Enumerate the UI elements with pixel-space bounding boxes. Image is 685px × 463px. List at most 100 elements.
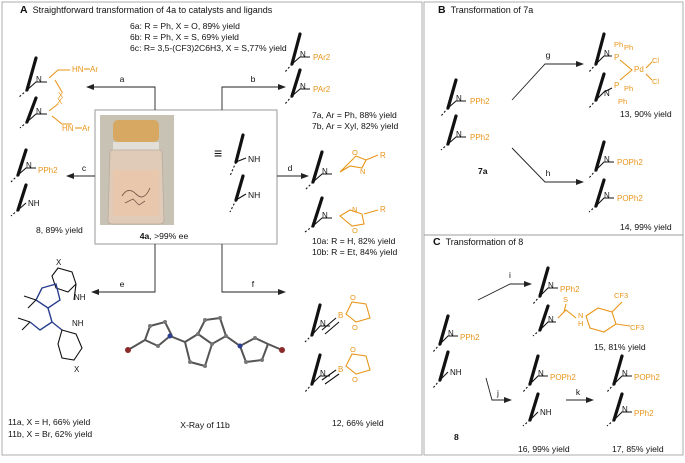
compound-14-structure: N POPh2 N POPh2	[588, 140, 643, 213]
svg-text:O: O	[350, 293, 356, 302]
c12-label: 12, 66% yield	[332, 418, 384, 428]
svg-text:NH: NH	[28, 199, 40, 208]
c10a-label: 10a: R = H, 82% yield	[312, 236, 396, 246]
svg-text:S: S	[563, 295, 568, 304]
c7a-label: 7a, Ar = Ph, 88% yield	[312, 110, 397, 120]
svg-text:NH: NH	[248, 154, 260, 164]
arrow-j: j	[485, 377, 512, 403]
arrow-h: h	[511, 147, 584, 185]
c10b-label: 10b: R = Et, 84% yield	[312, 247, 397, 257]
svg-text:N: N	[622, 369, 628, 378]
svg-text:N: N	[604, 155, 610, 164]
svg-text:e: e	[120, 279, 125, 289]
c6b-label: 6b: R = Ph, X = S, 69% yield	[130, 32, 239, 42]
compound-16-structure: N POPh2 NH	[522, 354, 576, 427]
compound-15-structure: N PPh2 N S H N CF3 CF3	[532, 266, 644, 337]
svg-text:PPh2: PPh2	[470, 133, 490, 142]
c17-label: 17, 85% yield	[612, 444, 664, 454]
c11b-label: 11b, X = Br, 62% yield	[8, 429, 92, 439]
svg-text:Ph: Ph	[618, 97, 627, 106]
svg-text:PPh2: PPh2	[460, 333, 480, 342]
svg-text:X: X	[74, 365, 80, 374]
svg-text:g: g	[546, 50, 551, 60]
svg-text:N: N	[538, 369, 544, 378]
svg-text:N: N	[548, 281, 554, 290]
svg-text:O: O	[350, 345, 356, 354]
svg-text:N: N	[622, 405, 628, 414]
svg-text:POPh2: POPh2	[550, 373, 576, 382]
svg-text:R: R	[380, 205, 386, 214]
arrow-f: f	[221, 244, 286, 295]
c7b-label: 7b, Ar = Xyl, 82% yield	[312, 121, 398, 131]
arrow-e: e	[91, 244, 156, 295]
svg-text:CF3: CF3	[630, 323, 644, 332]
compound-17-structure: N POPh2 N PPh2	[606, 354, 660, 427]
compound-8-c-structure: N PPh2 NH	[432, 314, 480, 389]
c6a-label: 6a: R = Ph, X = O, 89% yield	[130, 21, 240, 31]
svg-text:N: N	[352, 205, 357, 214]
svg-text:POPh2: POPh2	[617, 158, 643, 167]
vial-photo	[100, 115, 174, 225]
c6c-label: 6c: R= 3,5-(CF3)2C6H3, X = S,77% yield	[130, 43, 287, 53]
svg-text:CF3: CF3	[614, 291, 628, 300]
arrow-d: d	[277, 163, 309, 179]
svg-text:H: H	[578, 319, 583, 328]
svg-text:NH: NH	[540, 408, 552, 417]
svg-text:O: O	[352, 323, 358, 332]
svg-text:N: N	[320, 319, 326, 328]
svg-text:N: N	[578, 311, 583, 320]
svg-text:Ar: Ar	[82, 124, 90, 133]
arrow-i: i	[477, 270, 532, 301]
arrow-g: g	[511, 50, 584, 101]
svg-text:O: O	[352, 375, 358, 384]
svg-text:B: B	[338, 365, 343, 374]
compound-7-structure: N PAr2 N PAr2	[284, 32, 331, 105]
svg-text:Ar: Ar	[90, 65, 98, 74]
svg-text:R: R	[380, 151, 386, 160]
arrow-c: c	[66, 163, 95, 179]
c8-label: 8, 89% yield	[36, 225, 83, 235]
svg-text:i: i	[509, 270, 511, 280]
svg-text:d: d	[288, 163, 293, 173]
svg-text:P: P	[614, 53, 619, 62]
svg-text:HN: HN	[72, 65, 84, 74]
svg-text:X: X	[57, 97, 63, 106]
svg-text:N: N	[548, 315, 554, 324]
svg-text:b: b	[251, 74, 256, 84]
center-caption: 4a, >99% ee	[140, 231, 189, 241]
svg-text:f: f	[252, 279, 255, 289]
svg-text:a: a	[120, 74, 125, 84]
svg-text:Pd: Pd	[634, 65, 644, 74]
svg-text:j: j	[496, 388, 499, 398]
compound-12-structure: N B O O N B O O	[304, 293, 371, 393]
svg-text:HN: HN	[62, 124, 74, 133]
svg-text:PPh2: PPh2	[634, 409, 654, 418]
svg-text:B: B	[338, 311, 343, 320]
svg-text:N: N	[604, 49, 610, 58]
svg-text:N: N	[36, 107, 42, 116]
svg-text:PPh2: PPh2	[38, 166, 58, 175]
compound-8-structure: N PPh2 NH	[10, 148, 58, 217]
compound-11-structure: X NH NH X	[17, 258, 86, 374]
svg-text:N: N	[456, 130, 462, 139]
svg-text:O: O	[352, 226, 358, 235]
svg-text:N: N	[360, 167, 365, 176]
svg-text:Cl: Cl	[652, 56, 659, 65]
compound-10-structure: N O N R N N O R	[304, 148, 386, 235]
svg-text:NH: NH	[74, 293, 86, 302]
xray-structure	[125, 316, 285, 368]
svg-text:N: N	[300, 82, 306, 91]
c16-label: 16, 99% yield	[518, 444, 570, 454]
svg-text:POPh2: POPh2	[634, 373, 660, 382]
svg-text:Ph: Ph	[624, 84, 633, 93]
compound-13-structure: N Ph Ph P Pd Cl Cl N P Ph Ph	[588, 32, 659, 109]
svg-text:N: N	[300, 50, 306, 59]
svg-text:N: N	[322, 211, 328, 220]
svg-text:N: N	[604, 89, 610, 98]
svg-text:N: N	[448, 329, 454, 338]
svg-text:N: N	[320, 369, 326, 378]
panel-c-frame	[423, 234, 684, 456]
